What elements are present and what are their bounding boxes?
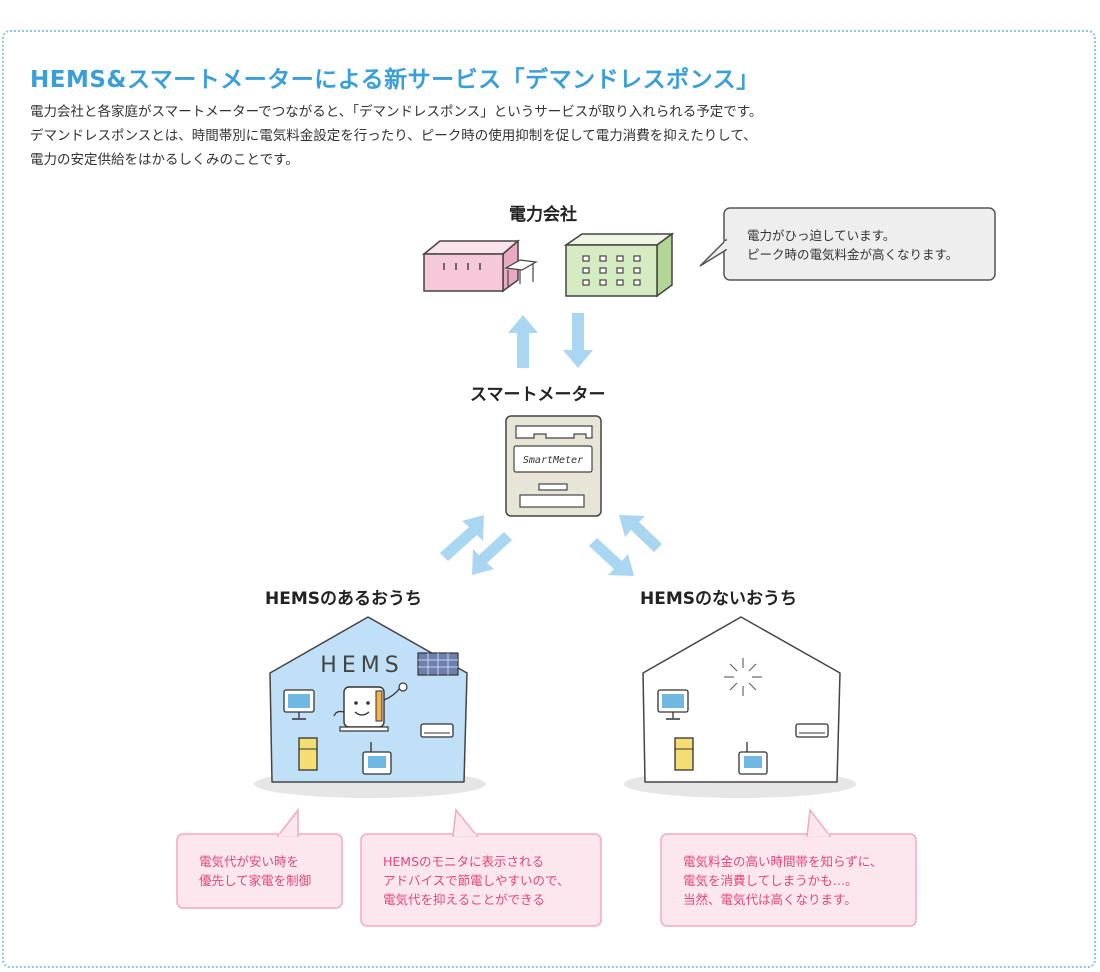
no-hems-house-label: HEMSのないおうち bbox=[640, 589, 798, 609]
hems-house-label: HEMSのあるおうち bbox=[265, 589, 423, 609]
arrow-down-to-meter-icon bbox=[563, 313, 593, 368]
no-hems-bubble-text: 電気料金の高い時間帯を知らずに、 電気を消費してしまうかも…。 当然、電気代は高… bbox=[683, 852, 882, 909]
pink-building-icon bbox=[421, 239, 538, 293]
arrow-up-to-power-icon bbox=[508, 315, 538, 368]
controller-icon bbox=[738, 742, 768, 775]
arrow-up-right-to-meter-icon bbox=[619, 515, 662, 552]
speech-line: 電力がひっ迫しています。 bbox=[747, 228, 896, 243]
bubble-line: HEMSのモニタに表示される bbox=[383, 854, 545, 869]
page-title: HEMS&スマートメーターによる新サービス「デマンドレスポンス」 bbox=[30, 67, 760, 93]
no-hems-house-illustration bbox=[624, 616, 856, 798]
air-conditioner-icon bbox=[795, 723, 829, 738]
intro-line: 電力の安定供給をはかるしくみのことです。 bbox=[30, 152, 299, 168]
no-hems-bubble bbox=[660, 808, 917, 927]
bubble-line: 電気代が安い時を bbox=[199, 854, 300, 869]
hems-bubble-2-text: HEMSのモニタに表示される アドバイスで節電しやすいので、 電気代を抑えること… bbox=[383, 852, 570, 909]
hems-controller-icon bbox=[362, 742, 392, 775]
bubble-line: 当然、電気代は高くなります。 bbox=[683, 892, 857, 907]
house-roof-hems-text: HEMS bbox=[320, 653, 403, 678]
arrow-up-left-to-meter-icon bbox=[440, 515, 484, 561]
diagram-frame bbox=[2, 30, 1096, 968]
tv-monitor-icon bbox=[657, 689, 689, 720]
power-company-label: 電力会社 bbox=[509, 205, 577, 225]
bubble-line: 電気代を抑えることができる bbox=[383, 892, 545, 907]
hems-mascot-icon bbox=[333, 682, 408, 732]
refrigerator-icon bbox=[298, 737, 318, 771]
arrow-down-left-to-hems-house-icon bbox=[472, 532, 512, 575]
smart-meter-label: スマートメーター bbox=[470, 385, 606, 405]
bubble-line: 優先して家電を制御 bbox=[199, 873, 312, 888]
hems-bubble-1 bbox=[176, 807, 343, 909]
smart-meter-device-text: SmartMeter bbox=[523, 455, 583, 466]
refrigerator-icon bbox=[674, 737, 694, 771]
bubble-line: 電気を消費してしまうかも…。 bbox=[683, 873, 858, 888]
intro-line: デマンドレスポンスとは、時間帯別に電気料金設定を行ったり、ピーク時の使用抑制を促… bbox=[30, 128, 757, 144]
intro-line: 電力会社と各家庭がスマートメーターでつながると、「デマンドレスポンス」というサー… bbox=[30, 104, 763, 120]
power-company-speech-text: 電力がひっ迫しています。 ピーク時の電気料金が高くなります。 bbox=[747, 226, 958, 264]
hems-house-illustration bbox=[254, 616, 486, 798]
arrow-down-right-to-no-hems-house-icon bbox=[589, 538, 634, 576]
intro-text: 電力会社と各家庭がスマートメーターでつながると、「デマンドレスポンス」というサー… bbox=[30, 100, 762, 172]
green-building-icon bbox=[563, 232, 675, 298]
air-conditioner-icon bbox=[420, 723, 454, 738]
smart-meter-icon bbox=[505, 415, 602, 517]
hems-bubble-2 bbox=[360, 808, 602, 927]
solar-panel-icon bbox=[417, 652, 459, 676]
speech-line: ピーク時の電気料金が高くなります。 bbox=[747, 247, 959, 262]
tv-monitor-icon bbox=[283, 689, 315, 720]
bubble-line: アドバイスで節電しやすいので、 bbox=[383, 873, 570, 888]
power-company-speech-bubble bbox=[699, 207, 996, 281]
hems-bubble-1-text: 電気代が安い時を 優先して家電を制御 bbox=[199, 852, 311, 890]
sun-burst-icon bbox=[724, 658, 762, 696]
bubble-line: 電気料金の高い時間帯を知らずに、 bbox=[683, 854, 883, 869]
